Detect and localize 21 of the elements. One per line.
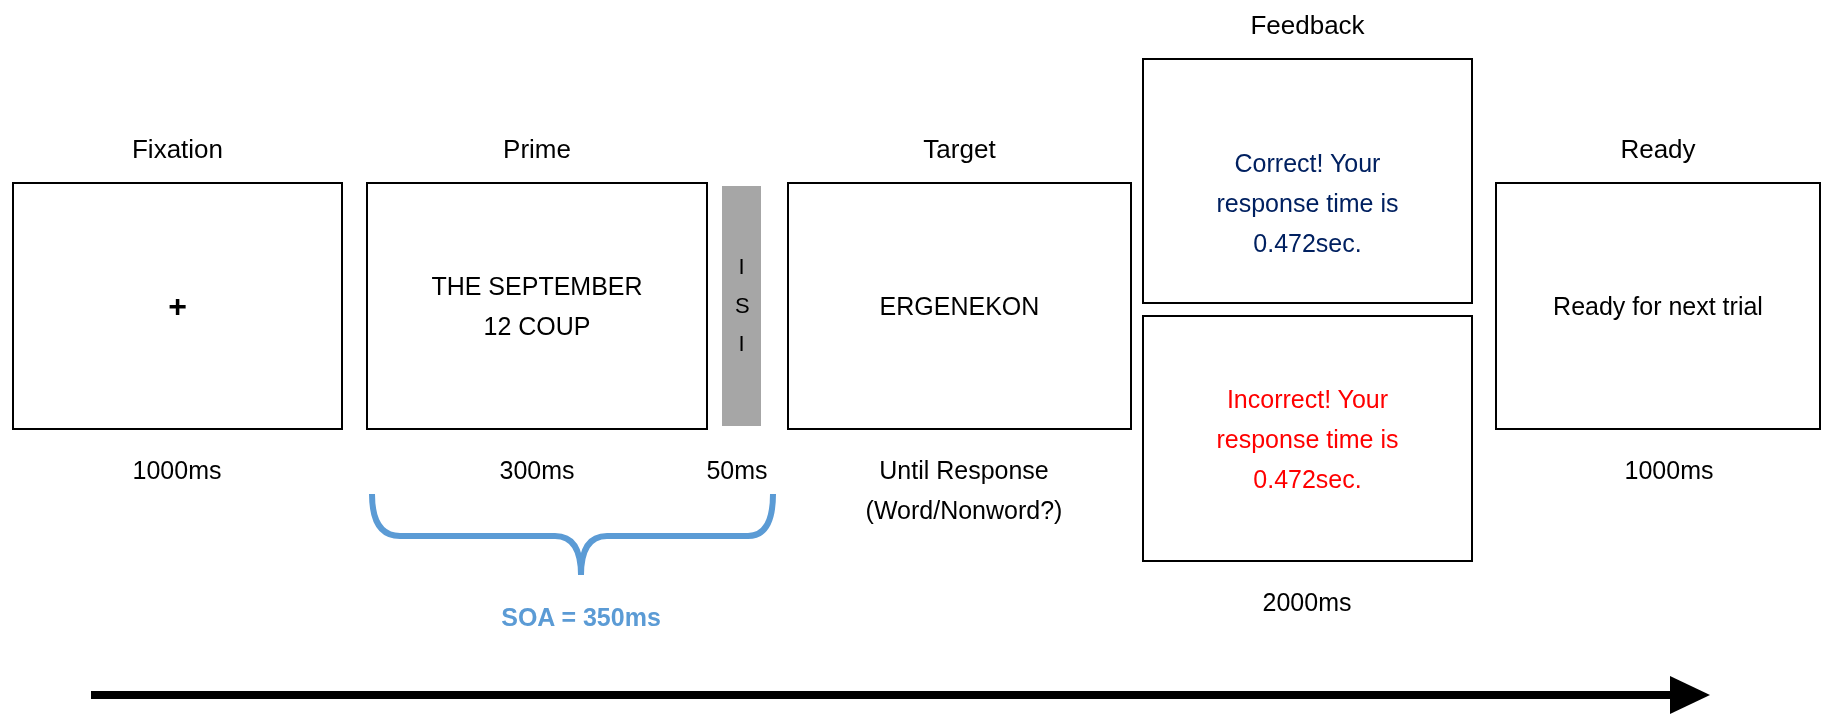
duration-label: 2000ms: [1262, 587, 1352, 618]
screen-box: [1142, 315, 1473, 562]
isi-bar: [722, 186, 761, 426]
screen-text: Ready for next trial: [1552, 291, 1764, 322]
duration-label: 300ms: [499, 455, 575, 486]
screen-title: Prime: [502, 134, 572, 164]
screen-title: Target: [922, 134, 997, 164]
screen-text: ERGENEKON: [878, 291, 1041, 322]
screen-title: Fixation: [130, 134, 224, 164]
screen-text: Incorrect! Your response time is 0.472sec.: [1215, 383, 1400, 495]
screen-title: Ready: [1619, 134, 1697, 164]
screen-text: Correct! Your response time is 0.472sec.: [1215, 148, 1400, 259]
soa-label: SOA = 350ms: [501, 602, 661, 632]
duration-label: 1000ms: [1624, 455, 1714, 486]
duration-label: 1000ms: [132, 455, 222, 486]
isi-label: ISI: [734, 253, 749, 359]
screen-text: +: [167, 287, 188, 326]
duration-label: 50ms: [706, 455, 768, 486]
screen-title: Feedback: [1249, 10, 1366, 40]
duration-label: Until Response (Word/Nonword?): [864, 455, 1064, 526]
screen-text: THE SEPTEMBER 12 COUP: [430, 271, 644, 342]
